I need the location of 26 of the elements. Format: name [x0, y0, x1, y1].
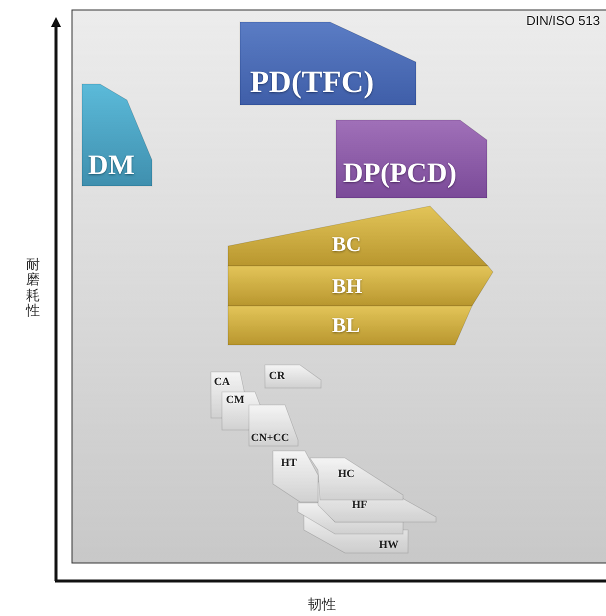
category-block [82, 84, 152, 186]
category-label: DP(PCD) [343, 160, 457, 188]
category-block [240, 22, 416, 105]
category-label: HC [338, 469, 354, 480]
category-label: CR [269, 371, 285, 382]
category-label: BH [332, 276, 362, 297]
category-label: CM [226, 395, 244, 406]
category-shape [304, 514, 408, 553]
category-label: HT [281, 458, 297, 469]
category-label: HF [352, 500, 368, 511]
axis-title: 耐磨耗性 [26, 257, 41, 319]
category-label: CA [214, 377, 230, 388]
category-label: BL [332, 315, 360, 336]
category-shape [310, 458, 403, 500]
category-label: HW [379, 540, 399, 551]
category-label: DM [88, 152, 135, 180]
category-block [336, 120, 487, 198]
category-label: CN+CC [251, 433, 290, 444]
axis-title: 韧性 [308, 597, 336, 611]
category-band [228, 306, 472, 345]
standard-label: DIN/ISO 513 [526, 14, 600, 27]
category-label: PD(TFC) [250, 66, 374, 97]
category-band [228, 266, 493, 306]
category-band [228, 206, 488, 266]
category-shape [273, 451, 318, 502]
category-label: BC [332, 234, 362, 255]
